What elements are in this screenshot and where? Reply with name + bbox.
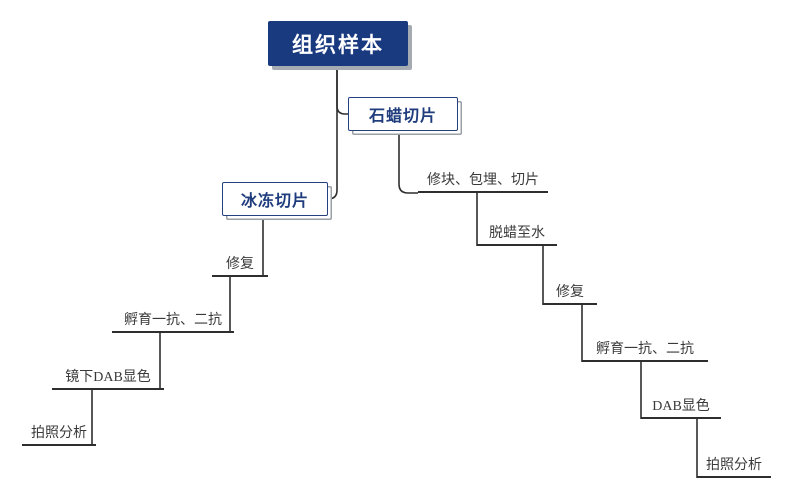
connector-paraffin-step1 bbox=[398, 131, 418, 194]
node-paraffin-section[interactable]: 石蜡切片 bbox=[348, 97, 458, 131]
connector-root-frozen bbox=[327, 66, 338, 200]
step-paraffin-incubate-antibodies[interactable]: 孵育一抗、二抗 bbox=[582, 339, 708, 362]
step-paraffin-retrieval[interactable]: 修复 bbox=[543, 282, 597, 305]
connector-root-paraffin bbox=[336, 66, 348, 115]
step-paraffin-dab-staining[interactable]: DAB显色 bbox=[641, 396, 721, 419]
step-paraffin-photo-analysis[interactable]: 拍照分析 bbox=[697, 455, 771, 478]
step-frozen-dab-under-microscope[interactable]: 镜下DAB显色 bbox=[52, 367, 164, 390]
step-paraffin-dewax-to-water[interactable]: 脱蜡至水 bbox=[477, 223, 557, 246]
step-frozen-photo-analysis[interactable]: 拍照分析 bbox=[22, 423, 96, 446]
step-frozen-retrieval[interactable]: 修复 bbox=[212, 254, 268, 277]
step-frozen-incubate-antibodies[interactable]: 孵育一抗、二抗 bbox=[112, 310, 234, 333]
step-paraffin-trim-embed-section[interactable]: 修块、包埋、切片 bbox=[418, 170, 548, 193]
node-tissue-sample[interactable]: 组织样本 bbox=[268, 21, 408, 66]
node-frozen-section[interactable]: 冰冻切片 bbox=[222, 182, 328, 216]
